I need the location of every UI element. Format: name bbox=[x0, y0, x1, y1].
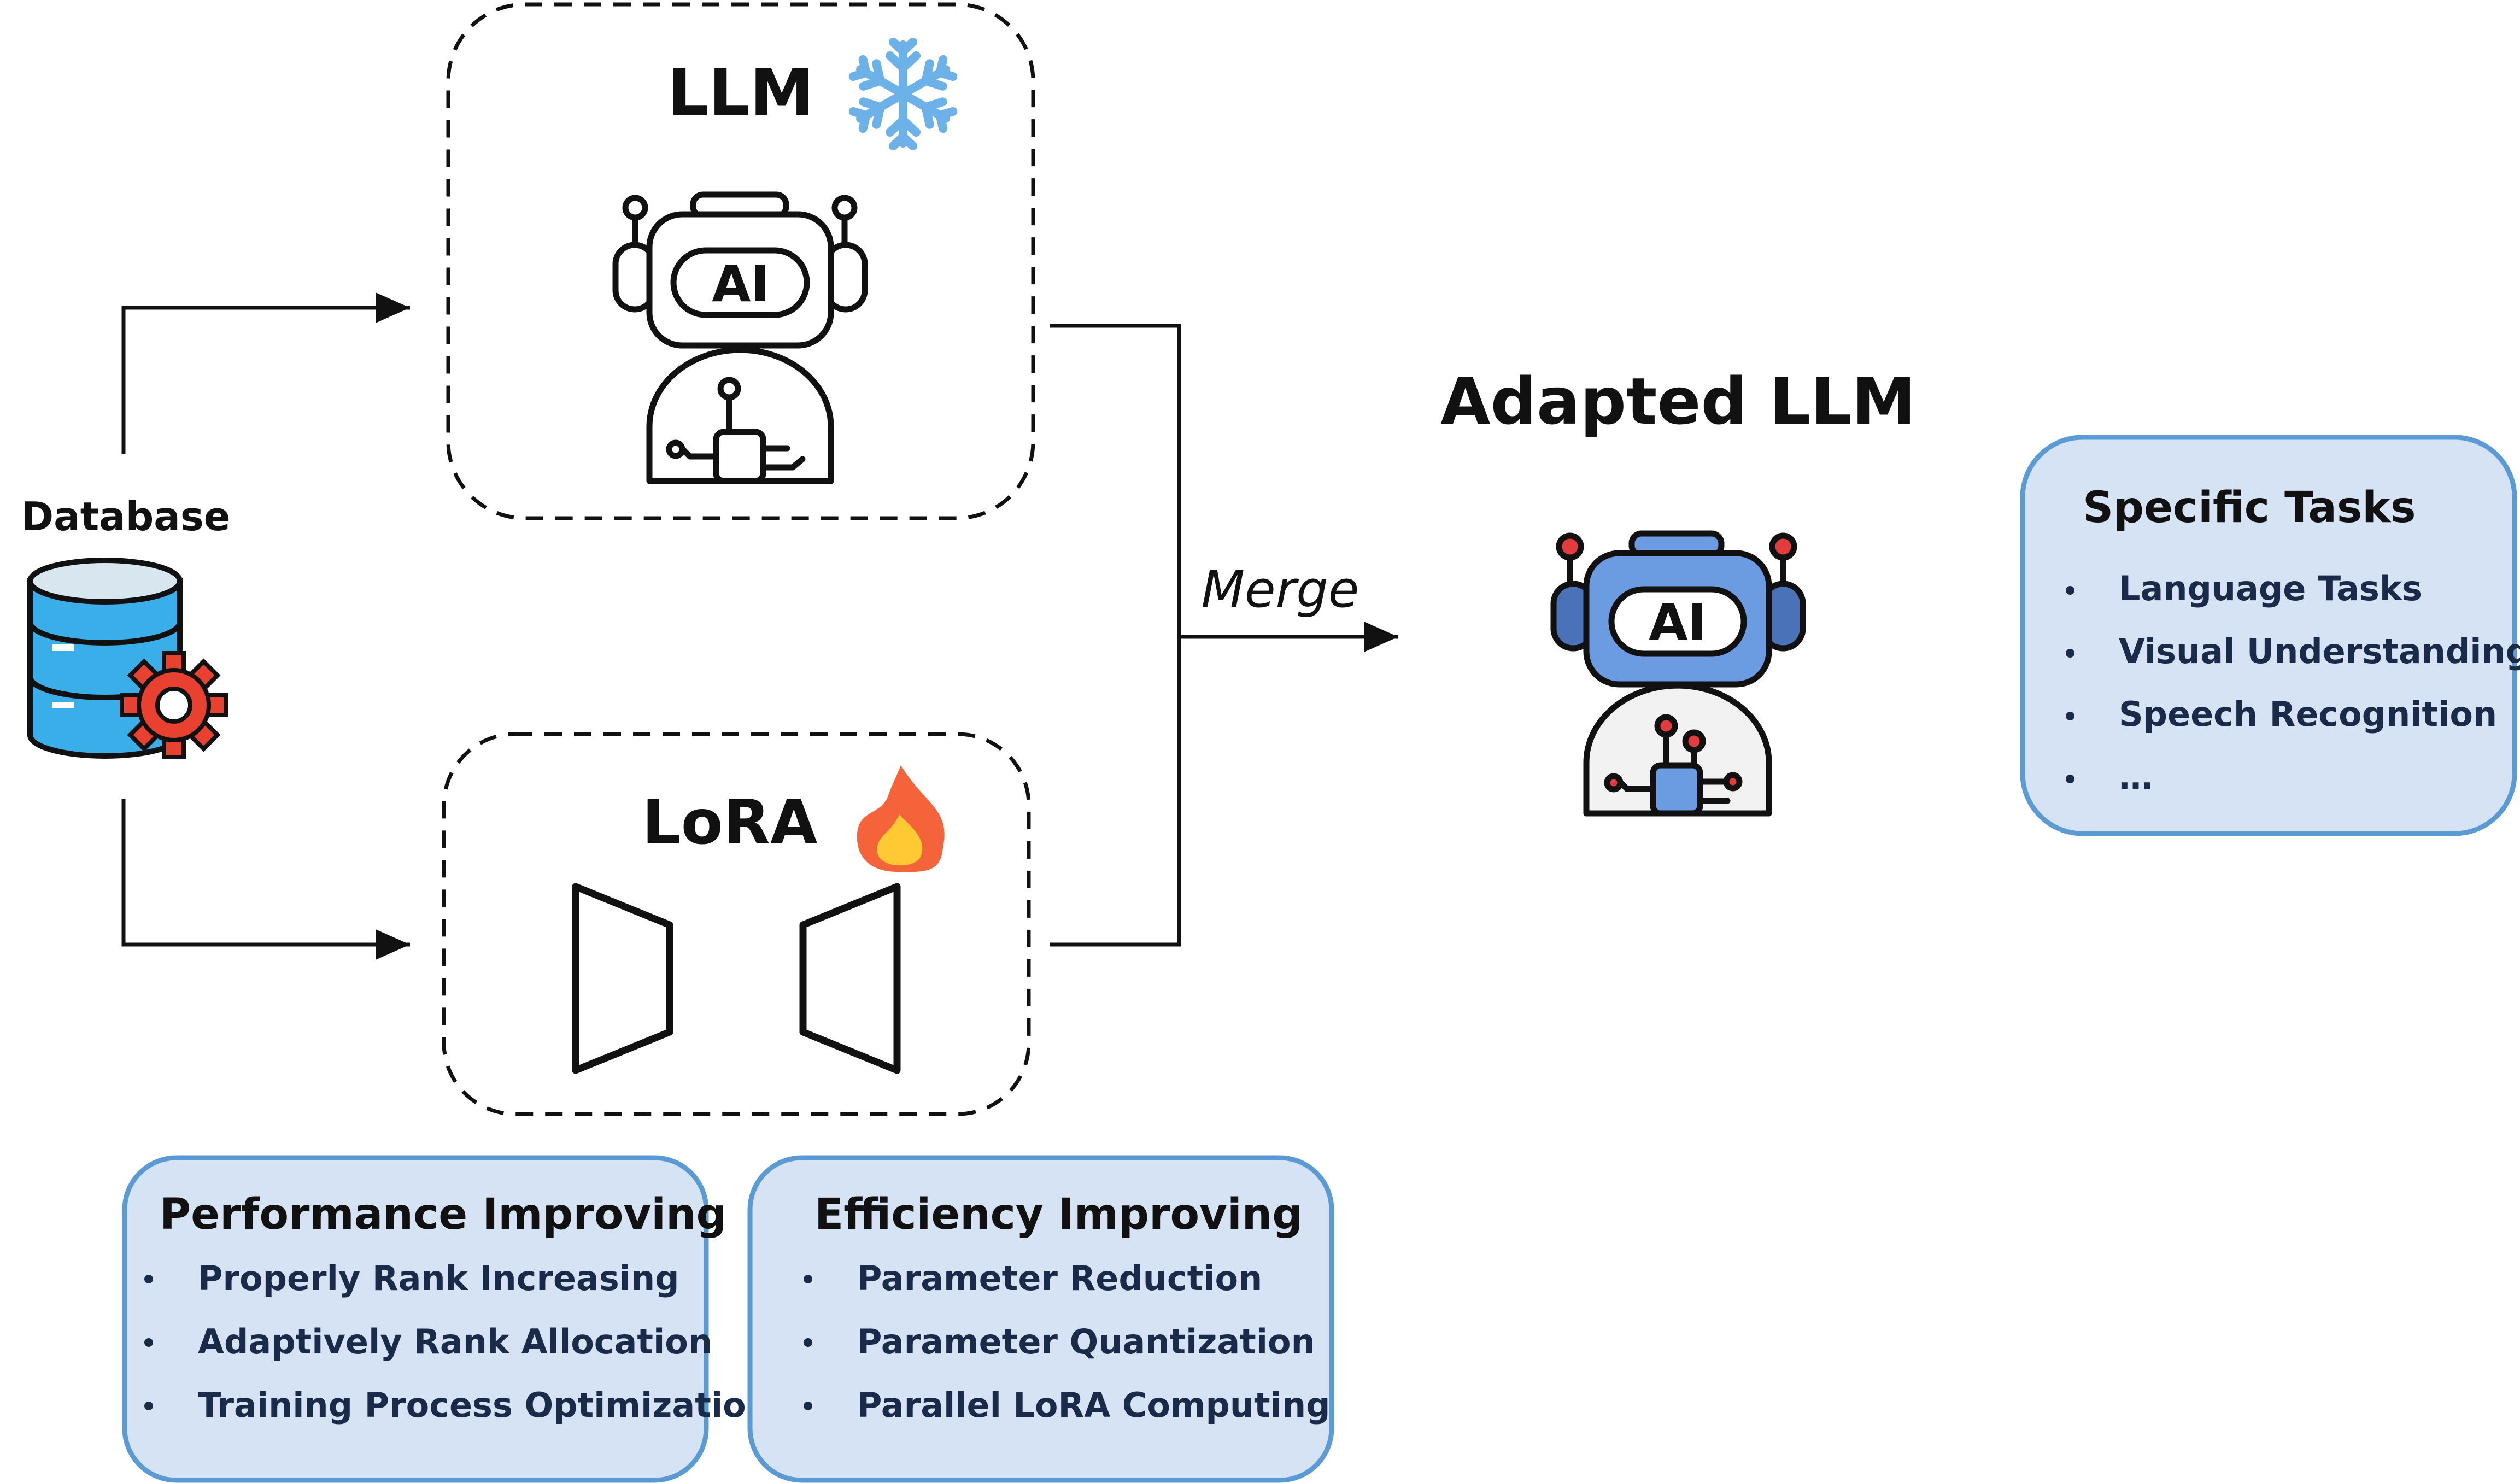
lora-down-projection bbox=[572, 883, 673, 1074]
list-item: Adaptively Rank Allocation bbox=[198, 1322, 712, 1362]
list-item: Language Tasks bbox=[2119, 568, 2422, 608]
merge-label: Merge bbox=[1202, 560, 1359, 619]
performance-improving-title: Performance Improving bbox=[160, 1190, 726, 1239]
connectors bbox=[121, 292, 1398, 960]
llm-label: LLM bbox=[667, 55, 814, 130]
llm-robot-visor: AI bbox=[670, 247, 810, 318]
lora-label: LoRA bbox=[642, 787, 818, 858]
lora-dashed-border bbox=[442, 732, 1031, 1116]
list-item: Properly Rank Increasing bbox=[198, 1258, 679, 1298]
arrow-database-to-lora bbox=[121, 799, 410, 960]
database-label: Database bbox=[21, 494, 230, 540]
snowflake-icon bbox=[852, 38, 955, 146]
arrow-database-to-llm bbox=[121, 292, 410, 454]
specific-tasks-title: Specific Tasks bbox=[2083, 483, 2416, 532]
lora-up-projection bbox=[799, 883, 901, 1074]
adapted-robot-icon bbox=[1550, 530, 1806, 817]
adapted-llm-label: Adapted LLM bbox=[1440, 364, 1916, 439]
database-node: Database bbox=[21, 494, 231, 759]
llm-box: LLM bbox=[446, 2, 1035, 520]
efficiency-improving-title: Efficiency Improving bbox=[814, 1190, 1303, 1239]
lora-box: LoRA bbox=[442, 732, 1031, 1116]
list-item: Speech Recognition bbox=[2119, 694, 2497, 734]
performance-improving-list: Properly Rank Increasing Adaptively Rank… bbox=[144, 1258, 770, 1425]
adapted-robot-visor: AI bbox=[1608, 586, 1747, 657]
performance-improving-panel: Performance Improving Properly Rank Incr… bbox=[122, 1155, 770, 1483]
llm-robot-icon bbox=[612, 191, 868, 484]
list-item: Parameter Reduction bbox=[857, 1258, 1262, 1298]
flame-icon bbox=[857, 765, 945, 872]
adapted-robot-ai-text: AI bbox=[1649, 593, 1706, 652]
specific-tasks-list: Language Tasks Visual Understanding Spee… bbox=[2066, 568, 2520, 797]
llm-robot-ai-text: AI bbox=[712, 255, 769, 313]
lora-projection-matrices bbox=[572, 883, 901, 1074]
line-llm-to-merge bbox=[1050, 324, 1181, 947]
list-item: Parallel LoRA Computing bbox=[857, 1385, 1330, 1425]
efficiency-improving-panel: Efficiency Improving Parameter Reduction… bbox=[747, 1155, 1334, 1483]
gear-icon bbox=[120, 651, 228, 759]
llm-dashed-border bbox=[446, 2, 1035, 520]
adapted-llm-node: Adapted LLM AI bbox=[1440, 364, 1916, 817]
specific-tasks-panel: Specific Tasks Language Tasks Visual Und… bbox=[2020, 435, 2520, 836]
list-item: … bbox=[2119, 757, 2153, 797]
list-item: Training Process Optimization bbox=[198, 1385, 770, 1425]
list-item: Visual Understanding bbox=[2119, 631, 2520, 671]
efficiency-improving-list: Parameter Reduction Parameter Quantizati… bbox=[804, 1258, 1330, 1425]
list-item: Parameter Quantization bbox=[857, 1322, 1315, 1362]
